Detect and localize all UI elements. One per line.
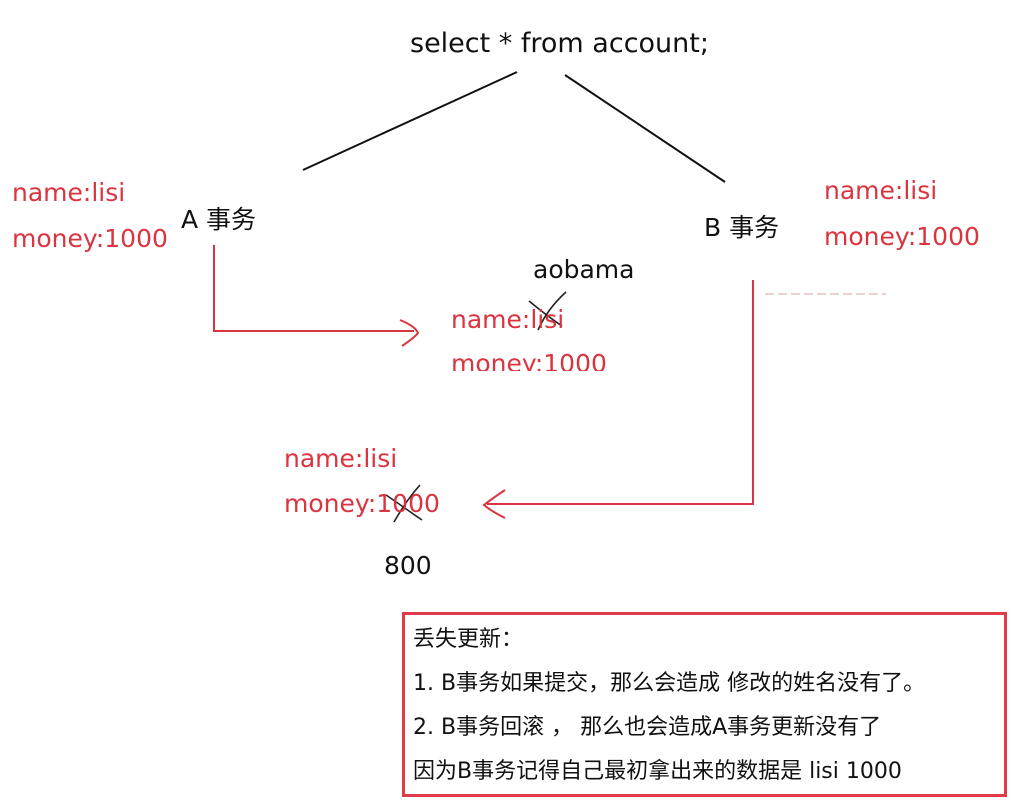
note-line-1: 1. B事务如果提交，那么会造成 修改的姓名没有了。 (413, 671, 926, 696)
b-update-arrow (487, 280, 754, 505)
note-line-3: 因为B事务记得自己最初拿出来的数据是 lisi 1000 (413, 759, 902, 784)
transaction-b-label: B 事务 (704, 213, 780, 242)
query-label: select * from account; (410, 28, 709, 59)
lisi-strike-mark (528, 291, 567, 331)
note-title: 丢失更新： (413, 627, 524, 652)
transaction-a-label: A 事务 (181, 205, 257, 234)
updated-money-value: 800 (384, 551, 432, 580)
a-updated-record-money-clip: money:1000 (440, 340, 640, 371)
lost-update-note: 丢失更新： 1. B事务如果提交，那么会造成 修改的姓名没有了。 2. B事务回… (402, 612, 1007, 797)
a-updated-record-money: money:1000 (451, 349, 607, 371)
note-line-2: 2. B事务回滚 ， 那么也会造成A事务更新没有了 (413, 715, 882, 740)
b-record-name: name:lisi (824, 176, 938, 205)
a-updated-record-name: name:lisi (451, 305, 565, 334)
query-to-b-line (564, 74, 726, 183)
a-update-arrow (213, 245, 414, 332)
money-strike-mark (385, 484, 423, 523)
query-to-a-line (302, 71, 518, 171)
updated-name-value: aobama (533, 255, 635, 284)
b-updated-record-name: name:lisi (284, 444, 398, 473)
a-record-name: name:lisi (12, 178, 126, 207)
b-updated-record-money: money:1000 (284, 489, 440, 518)
b-record-money: money:1000 (824, 222, 980, 251)
b-arrowhead (482, 489, 506, 519)
a-record-money: money:1000 (12, 224, 168, 253)
a-arrowhead (399, 319, 420, 347)
